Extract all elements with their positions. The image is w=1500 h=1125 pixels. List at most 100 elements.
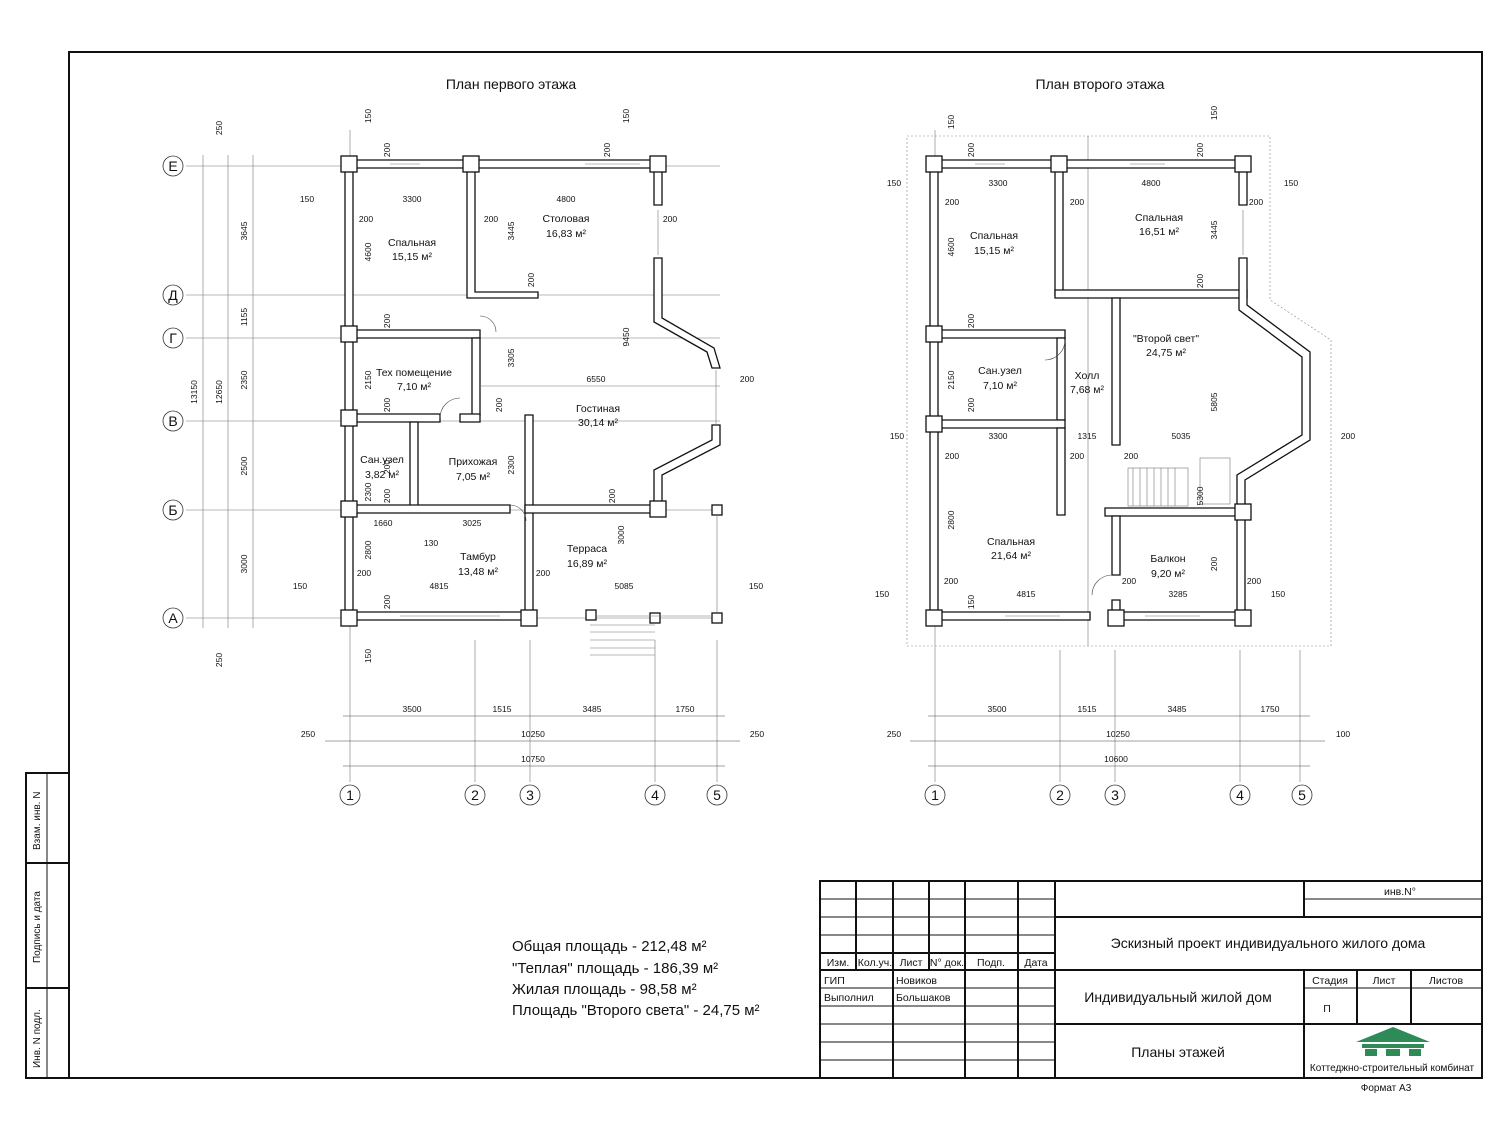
floor-plan-2: План второго этажа [875,76,1355,806]
dimension-label: 150 [363,109,373,123]
axis-label: 3 [526,787,534,803]
dimension-label: 3000 [616,525,626,544]
dimension-label: N° док. [930,957,964,969]
room-area: 13,48 м² [458,566,498,578]
room-area: 21,64 м² [991,550,1031,562]
room-name: Балкон [1150,553,1185,565]
dims-bottom-2: 3500 1515 3485 1750 250 10250 100 10600 [887,704,1350,764]
room-area: 16,51 м² [1139,226,1179,238]
rooms-floor-2: Спальная 15,15 м² Спальная 16,51 м² Сан.… [970,212,1199,580]
company-name: Коттеджно-строительный комбинат [1310,1062,1475,1074]
dimension-label: 200 [944,576,958,586]
dimension-label: 200 [966,398,976,412]
room-name: Прихожая [449,456,498,468]
axis-label: 5 [713,787,721,803]
dimension-label: 200 [1195,143,1205,157]
axis-label: Б [168,502,177,518]
dimension-label: 3300 [403,194,422,204]
sheet-frame [68,51,1483,1079]
dimension-label: 3445 [1209,220,1219,239]
summary-line: Общая площадь - 212,48 м² [512,938,707,955]
room-name: Столовая [543,213,590,225]
rooms-floor-1: Спальная 15,15 м² Столовая 16,83 м² Тех … [360,213,620,578]
dimension-label: 200 [1341,431,1355,441]
dimension-label: 150 [946,115,956,129]
dimension-label: 3300 [989,431,1008,441]
dims-left-1: 250 3645 1155 2350 2500 3000 250 12650 1… [189,121,249,667]
dimension-label: 250 [301,729,315,739]
dimension-label: 10250 [1106,729,1130,739]
dimension-label: 200 [607,489,617,503]
dimension-label: Новиков [896,975,937,987]
dimension-label: Стадия [1312,975,1348,987]
dimension-label: 3500 [988,704,1007,714]
floor-plan-1: План первого этажа [162,76,764,806]
dimension-label: Изм. [827,957,850,969]
dimension-label: 4815 [1017,589,1036,599]
dimension-label: 1750 [1261,704,1280,714]
dimension-label: 250 [887,729,901,739]
dimension-label: 3305 [506,348,516,367]
dimension-label: 6550 [587,374,606,384]
dimension-label: 3025 [463,518,482,528]
room-name: Терраса [567,543,607,555]
axis-label: 1 [346,787,354,803]
axis-label: А [168,610,178,626]
dimension-label: 1315 [1078,431,1097,441]
dimension-label: 200 [945,451,959,461]
dimension-label: 2300 [363,482,373,501]
room-name: Спальная [388,237,436,249]
dimension-label: 200 [1209,557,1219,571]
dimension-label: 200 [1247,576,1261,586]
dims-inner-1: 150 150 200 200 3300 4800 150 200 200 20… [293,109,763,663]
dimension-label: 200 [536,568,550,578]
dimension-label: 200 [1124,451,1138,461]
dimension-label: 4800 [1142,178,1161,188]
dimension-label: 200 [663,214,677,224]
stamp-label-inv: Инв. N подл. [32,1009,43,1068]
area-summary: Общая площадь - 212,48 м² "Теплая" площа… [512,938,760,1019]
dimension-label: 150 [890,431,904,441]
dimension-label: 10250 [521,729,545,739]
dimension-label: 10750 [521,754,545,764]
dimension-label: 200 [526,273,536,287]
dimension-label: 200 [382,314,392,328]
room-area: 9,20 м² [1151,568,1186,580]
dimension-label: 9450 [621,327,631,346]
dimension-label: 3285 [1169,589,1188,599]
inv-label: инв.N° [1384,886,1416,898]
grid-axes-numbers-1: 1 2 3 4 5 [339,784,728,806]
dimension-label: 3645 [239,221,249,240]
dimension-label: 2150 [946,370,956,389]
summary-line: "Теплая" площадь - 186,39 м² [512,960,718,977]
dimension-label: 200 [382,595,392,609]
dimension-label: П [1323,1003,1331,1015]
room-name: Холл [1075,370,1100,382]
room-area: 7,68 м² [1070,384,1105,396]
walls-floor-2 [925,155,1311,627]
dimension-label: Большаков [896,992,951,1004]
dimension-label: 200 [966,314,976,328]
title-block: инв.N° Эскизный проект индивидуального ж… [819,880,1483,1094]
dimension-label: 150 [363,649,373,663]
axis-label: 2 [1056,787,1064,803]
sheet-name: Планы этажей [1131,1044,1225,1060]
axis-label: Е [168,158,177,174]
dimension-label: 12650 [214,380,224,404]
dimension-label: 150 [1209,106,1219,120]
room-area: 7,10 м² [397,381,432,393]
axis-label: Г [169,330,177,346]
dimension-label: 200 [484,214,498,224]
room-area: 7,05 м² [456,471,491,483]
dimension-label: 3000 [239,554,249,573]
dimension-label: 200 [494,398,504,412]
dimension-label: 250 [214,121,224,135]
dimension-label: 150 [293,581,307,591]
dimension-label: 200 [1070,197,1084,207]
room-area: 30,14 м² [578,417,618,429]
dimension-label: 2300 [506,455,516,474]
dimension-label: 1660 [374,518,393,528]
room-name: Спальная [970,230,1018,242]
dimension-label: 3485 [583,704,602,714]
dimension-label: 200 [740,374,754,384]
